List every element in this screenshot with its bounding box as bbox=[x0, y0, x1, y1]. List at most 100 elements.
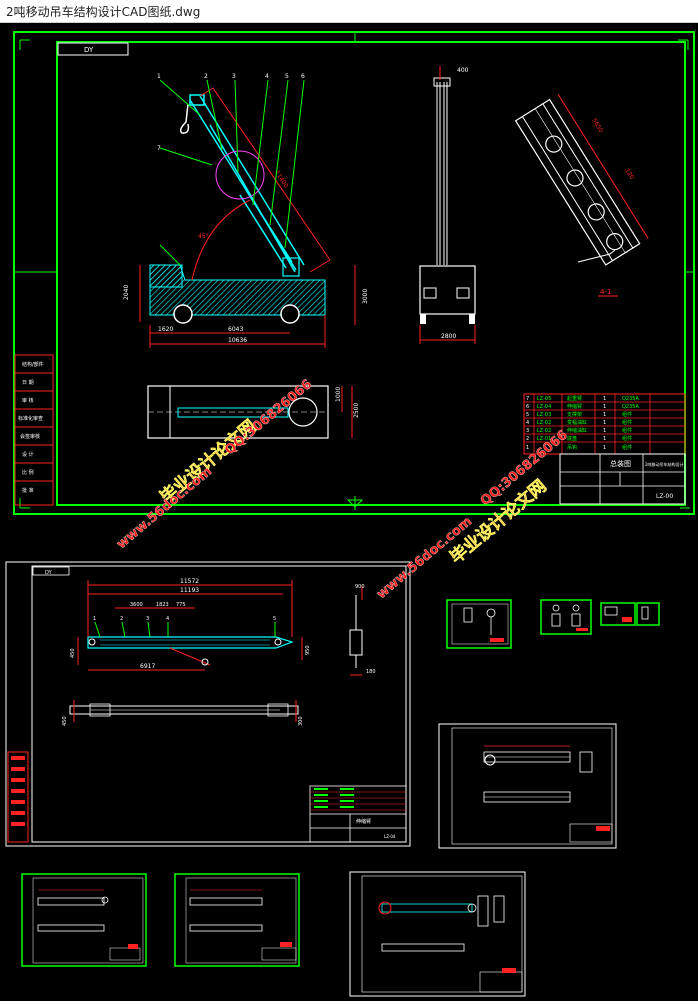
end-view-dim-top: 900 bbox=[355, 584, 365, 590]
cad-viewport[interactable]: DY 结构/部件 日 期 审 核 标准化审查 会签审核 设 计 比 例 批 准 bbox=[0, 23, 698, 1001]
svg-text:LZ-01: LZ-01 bbox=[537, 436, 551, 442]
svg-text:LZ-05: LZ-05 bbox=[537, 396, 551, 402]
dim-d4: 6917 bbox=[140, 663, 155, 670]
sheet-2[interactable]: DY bbox=[5, 561, 411, 847]
bill-of-materials[interactable]: 7 LZ-05 起重臂 1 Q235A 6 LZ-04 伸缩臂 1 Q235A … bbox=[523, 393, 686, 455]
sheet-1-left-strip: 结构/部件 日 期 审 核 标准化审查 会签审核 设 计 比 例 批 准 bbox=[14, 354, 54, 506]
angle-label: 45° bbox=[198, 233, 209, 240]
dim-total-b: 11193 bbox=[180, 587, 199, 594]
svg-text:3: 3 bbox=[526, 428, 529, 434]
dim-len-total: 10636 bbox=[228, 337, 247, 344]
watermark-2: QQ:306826066 bbox=[222, 377, 315, 459]
dim-total-a: 11572 bbox=[180, 578, 199, 585]
boom-end-view[interactable]: 900 180 bbox=[349, 584, 376, 676]
balloon-1: 1 bbox=[157, 73, 161, 80]
sheet-1[interactable]: DY 结构/部件 日 期 审 核 标准化审查 会签审核 设 计 比 例 批 准 bbox=[13, 31, 695, 515]
s2-balloon-5: 5 bbox=[273, 616, 276, 622]
svg-text:吊钩: 吊钩 bbox=[567, 444, 577, 451]
luffing-arc bbox=[191, 199, 251, 281]
rear-wheel bbox=[280, 304, 300, 324]
telescopic-boom-plan[interactable]: 450 300 bbox=[62, 700, 304, 726]
s2-balloon-3: 3 bbox=[146, 616, 149, 622]
svg-text:2: 2 bbox=[526, 436, 529, 442]
front-body bbox=[419, 265, 476, 315]
sheet-2-drawing-name: 伸缩臂 bbox=[356, 818, 371, 825]
plan-dim-left: 450 bbox=[62, 716, 68, 726]
svg-text:组件: 组件 bbox=[622, 419, 632, 426]
svg-text:7: 7 bbox=[526, 396, 529, 402]
s2-balloon-4: 4 bbox=[166, 616, 169, 622]
section-view-4-1[interactable]: 5650 120 4-1 bbox=[514, 93, 649, 297]
s2-balloon-2: 2 bbox=[120, 616, 123, 622]
crane-side-elevation[interactable]: 45° 11400 1 2 3 4 5 bbox=[123, 73, 369, 348]
sheet-3[interactable] bbox=[438, 723, 617, 849]
detail-circle bbox=[215, 150, 265, 200]
front-wheel bbox=[173, 304, 193, 324]
crane-front-view[interactable]: 2800 400 bbox=[419, 66, 476, 344]
s2-balloon-1: 1 bbox=[93, 616, 96, 622]
dim-h-right-2: 950 bbox=[305, 645, 311, 655]
dim-h-left-2: 450 bbox=[70, 648, 76, 658]
title-block-drawing-name: 总装图 bbox=[610, 459, 631, 468]
boom-base bbox=[282, 257, 300, 277]
left-strip-cell-2: 审 核 bbox=[22, 397, 34, 404]
front-top-dim: 400 bbox=[457, 67, 469, 74]
window-title: 2吨移动吊车结构设计CAD图纸.dwg bbox=[6, 5, 201, 19]
svg-text:www.56doc.com: www.56doc.com bbox=[114, 464, 215, 552]
projection-symbol bbox=[346, 496, 364, 510]
svg-text:1: 1 bbox=[603, 420, 606, 426]
boom-head bbox=[189, 94, 205, 106]
sheet-2-title-tag-text: DY bbox=[45, 570, 53, 576]
svg-text:底盘: 底盘 bbox=[567, 435, 577, 442]
sheet-1-title-block[interactable]: 总装图 2吨移动吊车结构设计 LZ-00 bbox=[559, 453, 686, 505]
svg-text:6: 6 bbox=[526, 404, 529, 410]
balloon-4: 4 bbox=[265, 73, 269, 80]
plan-dim-1: 1000 bbox=[335, 387, 342, 402]
sheet-1-title-tag-text: DY bbox=[84, 46, 94, 54]
svg-text:QQ:306826066: QQ:306826066 bbox=[222, 377, 315, 458]
plan-turntable bbox=[288, 397, 318, 427]
svg-text:1: 1 bbox=[603, 404, 606, 410]
bom-row: 2 LZ-01 底盘 1 组件 bbox=[526, 435, 632, 442]
crane-plan-view[interactable]: 1000 2500 bbox=[147, 385, 360, 439]
sheet-1-title-tag bbox=[57, 42, 129, 56]
sheet-4[interactable] bbox=[21, 873, 147, 967]
balloon-2: 2 bbox=[204, 73, 208, 80]
thumb-sheet-c[interactable] bbox=[600, 602, 660, 626]
svg-text:1: 1 bbox=[603, 396, 606, 402]
front-cab-detail-2 bbox=[456, 287, 470, 299]
svg-text:组件: 组件 bbox=[622, 435, 632, 442]
balloon-7: 7 bbox=[157, 145, 161, 152]
sheet-2-title-block[interactable]: 伸缩臂 LZ-04 bbox=[309, 785, 407, 843]
thumb-sheet-b[interactable] bbox=[540, 599, 592, 635]
sheet-2-inner-frame bbox=[31, 565, 407, 843]
thumb-sheet-a[interactable] bbox=[446, 599, 512, 649]
svg-text:LZ-02: LZ-02 bbox=[537, 428, 551, 434]
balloon-5: 5 bbox=[285, 73, 289, 80]
left-strip-cell-4: 会签审核 bbox=[20, 433, 40, 440]
svg-text:组件: 组件 bbox=[622, 444, 632, 451]
plan-dim-2: 2500 bbox=[353, 403, 360, 418]
plan-dim-right: 300 bbox=[298, 716, 304, 726]
svg-text:伸缩油缸: 伸缩油缸 bbox=[567, 427, 587, 434]
svg-text:1: 1 bbox=[603, 445, 606, 451]
end-view-dim-bottom: 180 bbox=[366, 669, 376, 675]
front-boom-cap bbox=[433, 77, 451, 87]
left-strip-cell-1: 日 期 bbox=[22, 380, 34, 386]
sheet-1-outer-frame bbox=[13, 31, 695, 515]
front-wheel-right bbox=[469, 314, 475, 324]
sheet-5[interactable] bbox=[174, 873, 300, 967]
dim-d2: 1823 bbox=[156, 602, 169, 608]
title-block-code: LZ-00 bbox=[656, 493, 673, 500]
front-width-dim: 2800 bbox=[441, 333, 456, 340]
svg-text:Q235A: Q235A bbox=[622, 404, 639, 410]
left-strip-cell-3: 标准化审查 bbox=[18, 415, 43, 422]
svg-text:组件: 组件 bbox=[622, 411, 632, 418]
svg-text:5: 5 bbox=[526, 412, 529, 418]
balloon-3: 3 bbox=[232, 73, 236, 80]
left-strip-cell-0: 结构/部件 bbox=[22, 361, 44, 368]
chassis-cab bbox=[149, 264, 183, 288]
telescopic-boom-elevation[interactable]: 11572 11193 3600 1823 775 6917 450 950 1… bbox=[70, 578, 311, 671]
dim-d3: 775 bbox=[176, 602, 186, 608]
sheet-6[interactable] bbox=[349, 871, 526, 997]
